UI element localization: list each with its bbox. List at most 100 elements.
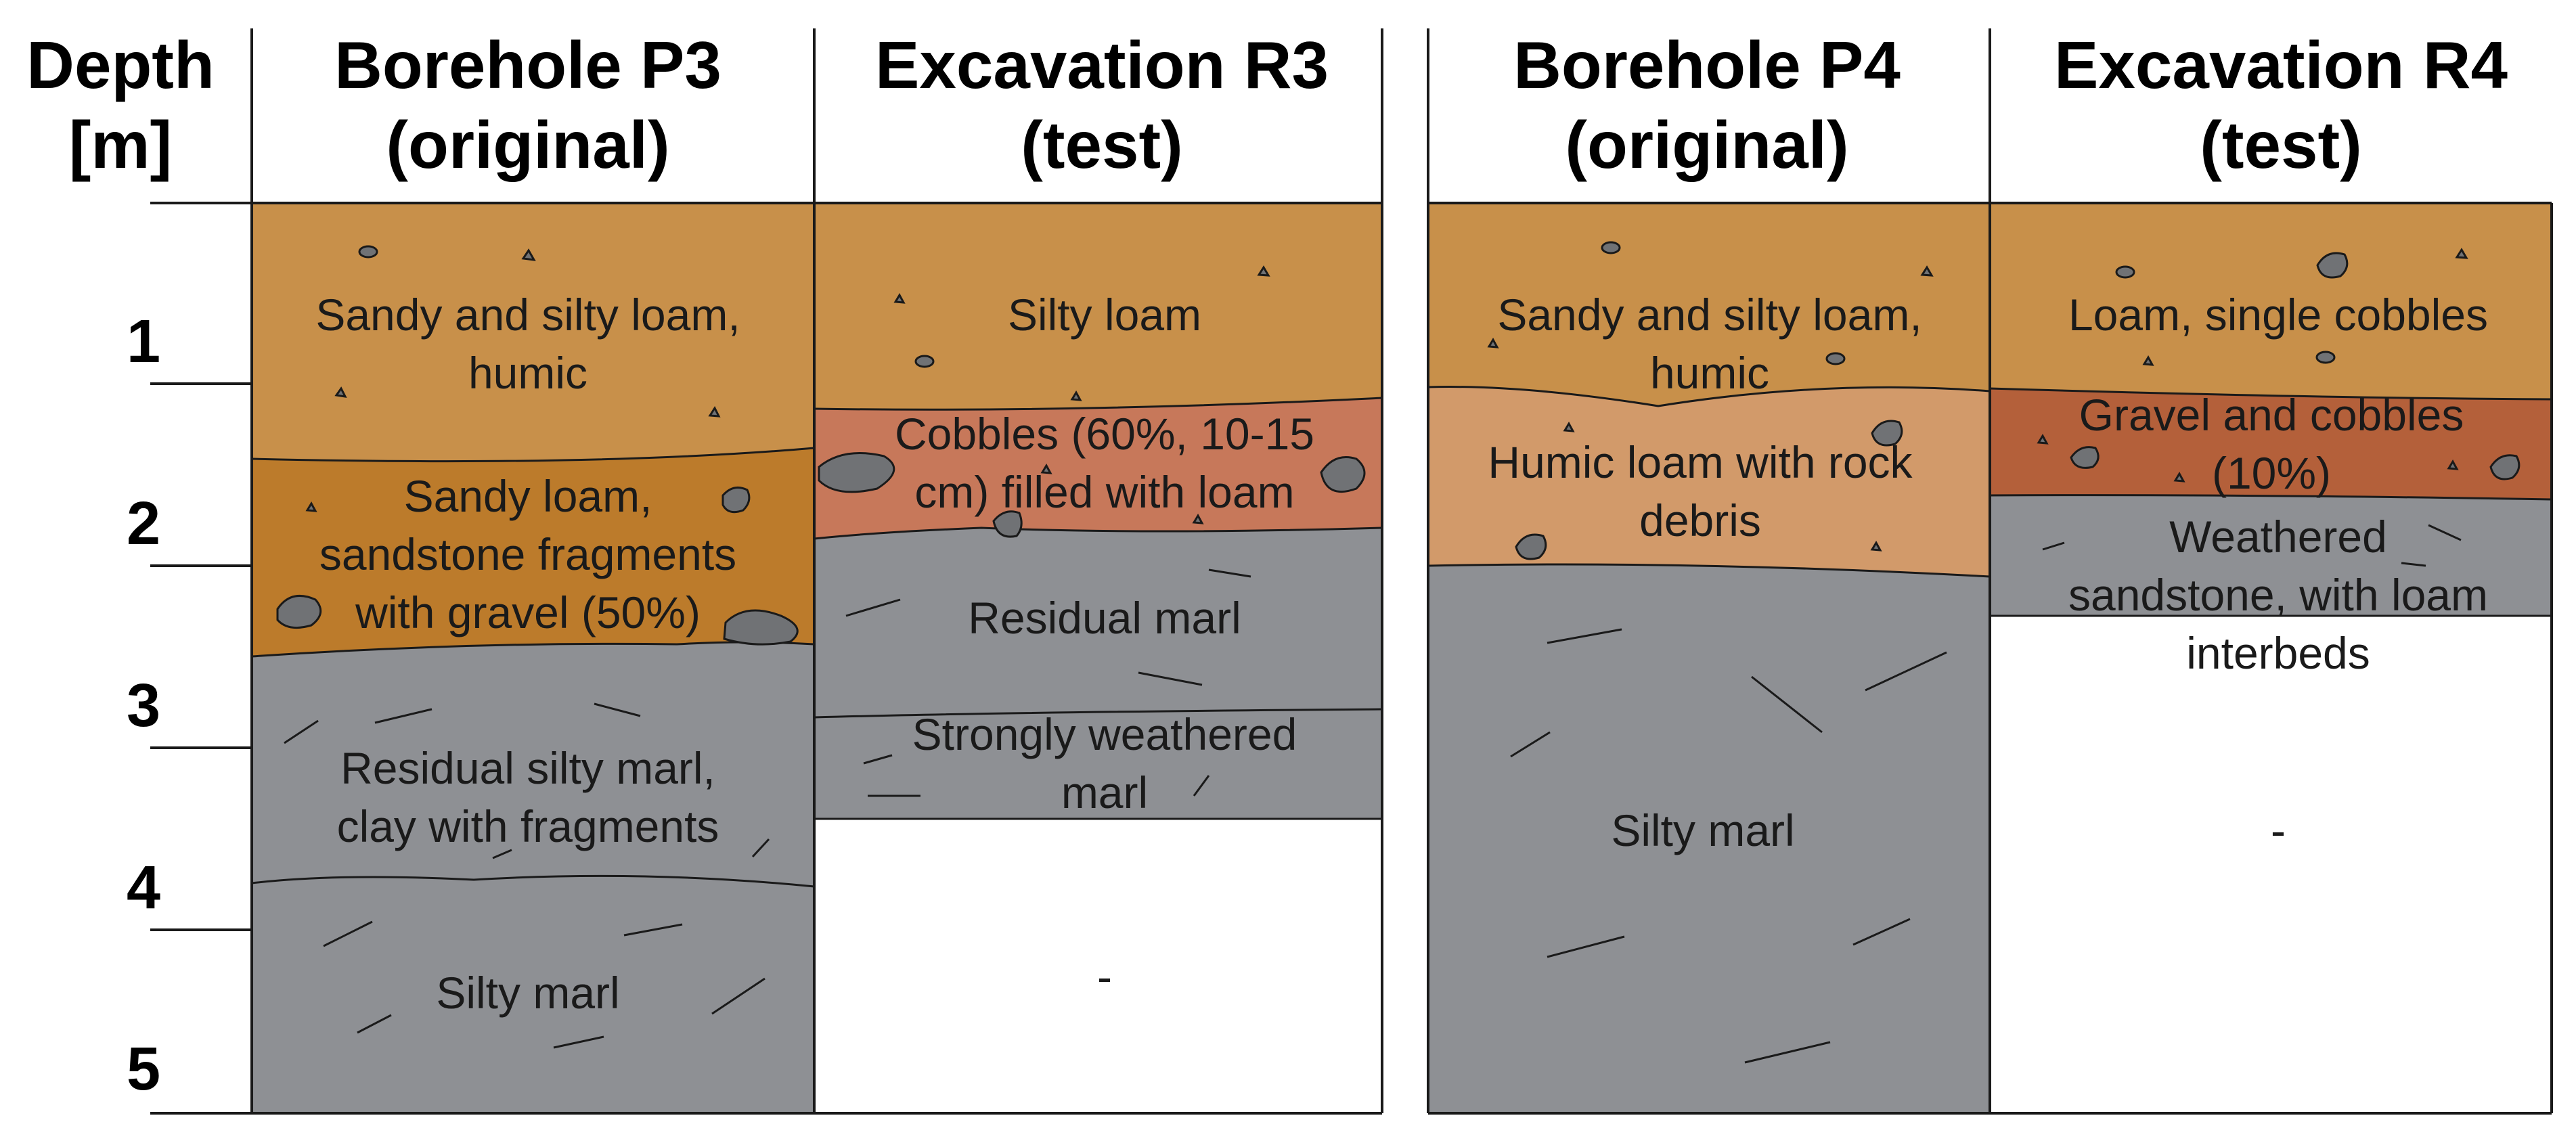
p4-layer-3: [1428, 564, 1990, 1113]
hatch: [1510, 731, 1551, 758]
pebble: [1257, 265, 1270, 277]
hatch: [2428, 524, 2462, 541]
column-title-r4-line1: Excavation R4: [2054, 28, 2508, 102]
r3-marl-hatching: [845, 568, 1251, 797]
hatch: [284, 719, 319, 744]
p4-boundary-1: [1427, 386, 1991, 407]
p4-layer-2: [1428, 386, 1990, 577]
r4-boundary-1: [1989, 387, 2552, 401]
hatch: [1193, 775, 1210, 797]
depth-tick-label-3: 3: [127, 672, 160, 740]
pebble: [2115, 265, 2135, 279]
pebble: [893, 292, 906, 304]
pebble: [521, 248, 536, 261]
p3-layer-1: [252, 203, 814, 462]
r4-layer-2: [1990, 388, 2552, 499]
hatch: [2042, 541, 2065, 551]
p3-layer-4-label: Silty marl: [436, 968, 619, 1018]
cobble: [2070, 446, 2100, 469]
r3-boundary-2: [814, 526, 1383, 540]
pebble: [1040, 463, 1052, 474]
column-title-r3-line2: (test): [1021, 108, 1183, 182]
r3-layer-5: [814, 819, 1382, 1113]
depth-tick-label-5: 5: [127, 1035, 160, 1103]
p3-layer-1-label: Sandy and silty loam,humic: [315, 290, 740, 398]
p4-marl-hatching: [1510, 628, 1947, 1064]
pebble: [2037, 433, 2049, 445]
column-title-p4-line2: (original): [1565, 108, 1848, 182]
hatch: [357, 1014, 392, 1034]
r4-boundary-2: [1989, 494, 2552, 501]
cobble: [818, 452, 895, 493]
pebble: [2455, 248, 2468, 259]
hatch: [1751, 675, 1823, 734]
column-title-r4-line2: (test): [2200, 108, 2362, 182]
cobble: [2489, 454, 2521, 480]
pebble: [2315, 351, 2336, 364]
r3-layer-1-label: Silty loam: [1008, 290, 1201, 340]
r3-layer-4: [814, 709, 1382, 819]
hatch: [2401, 562, 2426, 567]
hatch: [1547, 628, 1622, 644]
r4-sandstone-hatching: [2042, 524, 2462, 567]
pebble: [1192, 513, 1204, 524]
r4-layer-1: [1990, 203, 2552, 399]
p4-boundary-2: [1427, 563, 1991, 578]
hatch: [863, 754, 893, 765]
cobble: [1515, 533, 1547, 560]
column-title-p3-line2: (original): [386, 108, 669, 182]
pebble: [914, 355, 935, 368]
depth-axis: 1 2 3 4 5: [127, 202, 252, 1103]
p4-layer-1-label: Sandy and silty loam,humic: [1497, 290, 1922, 398]
pebble: [358, 245, 378, 259]
hatch: [1208, 568, 1251, 578]
p4-layer-3-label: Silty marl: [1611, 805, 1794, 855]
p4-layer-1: [1428, 203, 1990, 406]
p3-layer-3-label: Residual silty marl,clay with fragments: [337, 743, 719, 851]
p3-boundary-3: [251, 874, 815, 888]
pebble: [1487, 337, 1499, 349]
p3-layer-4: [252, 876, 814, 1113]
depth-axis-title-line1: Depth: [26, 28, 215, 102]
pebble: [1601, 241, 1621, 254]
column-p3: Sandy and silty loam,humic Sandy loam,sa…: [251, 203, 815, 1113]
column-title-p3-line1: Borehole P3: [334, 28, 721, 102]
p3-boundary-1: [251, 447, 815, 463]
hatch: [492, 849, 512, 859]
column-frame: [150, 28, 2553, 1115]
hatch: [1744, 1041, 1831, 1064]
pebble: [708, 405, 721, 418]
depth-axis-title-line2: [m]: [69, 108, 172, 182]
cobble: [2316, 252, 2349, 279]
depth-tick-label-2: 2: [127, 490, 160, 558]
r3-layer-2: [814, 398, 1382, 539]
depth-tick-label-4: 4: [127, 854, 160, 922]
column-p4: Sandy and silty loam,humic Humic loam wi…: [1427, 203, 1991, 1113]
hatch: [845, 598, 901, 617]
r4-layer-4-label: -: [2271, 805, 2286, 855]
pebble: [2447, 459, 2459, 470]
hatch: [1852, 918, 1911, 946]
pebble: [1070, 390, 1082, 401]
cobble: [1320, 456, 1366, 493]
r3-layer-5-label: -: [1097, 951, 1112, 1002]
p3-pebbles: [276, 245, 799, 646]
r4-layer-1-label: Loam, single cobbles: [2068, 290, 2488, 340]
pebble: [1920, 265, 1934, 277]
hatch: [1865, 651, 1947, 692]
column-title-r3-line1: Excavation R3: [875, 28, 1329, 102]
p3-layer-2: [252, 448, 814, 656]
p4-pebbles: [1487, 241, 1934, 560]
cobble: [1871, 420, 1903, 447]
r3-layer-1: [814, 203, 1382, 410]
hatch: [751, 838, 770, 858]
pebble: [2142, 355, 2154, 366]
pebble: [2173, 471, 2185, 483]
pebble: [1563, 421, 1575, 432]
hatch: [711, 977, 765, 1015]
